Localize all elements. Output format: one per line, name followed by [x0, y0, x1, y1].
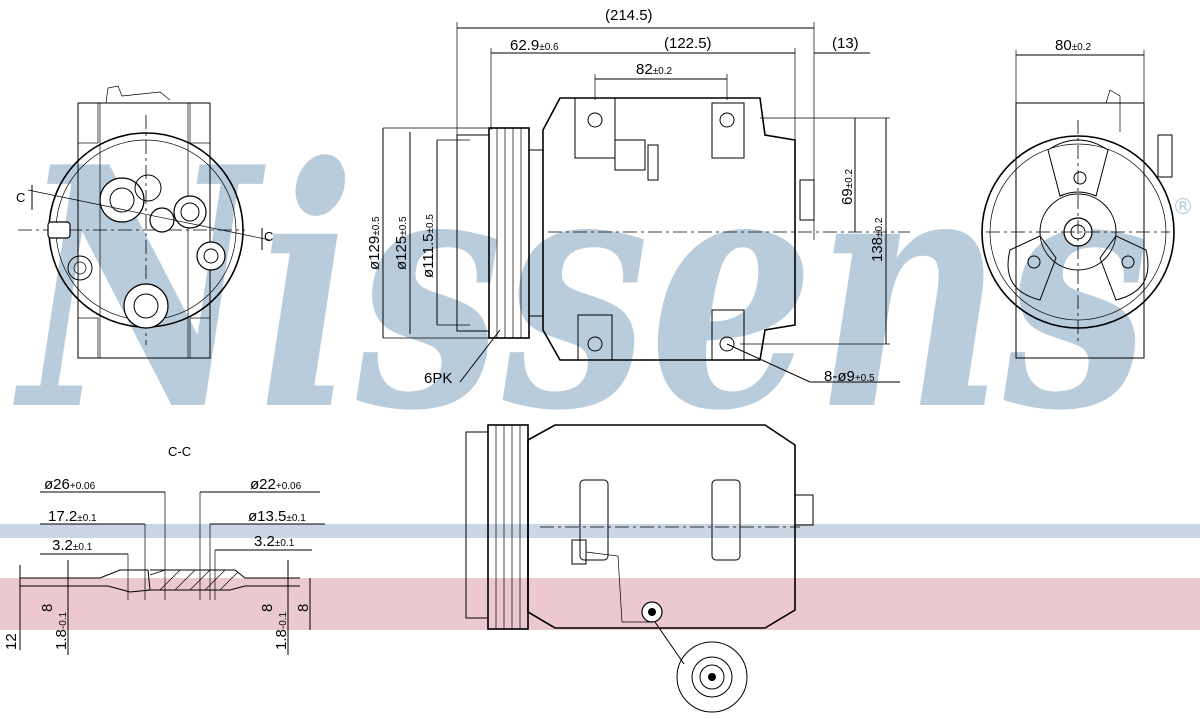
port-lower-right-inner [203, 248, 219, 264]
dim-rear-offset: (13) [832, 35, 859, 52]
side-view: (214.5) 62.9±0.6 (122.5) (13) 82±0.2 ø12… [366, 7, 910, 387]
top-body [527, 424, 796, 629]
top-wire [585, 551, 652, 623]
dim-d3a: 3.2±0.1 [52, 537, 93, 554]
dim-d22: ø22+0.06 [250, 476, 302, 493]
watermark-text: Nissens [12, 95, 1150, 483]
dim-v18a: 1.8-0.1 [53, 611, 70, 650]
front-ear-tr [189, 102, 211, 144]
dim-pulley-d1: ø129±0.5 [366, 216, 383, 270]
leader-holes [726, 343, 811, 383]
rear-spoke-left [1007, 235, 1057, 301]
top-view [465, 424, 814, 713]
port-lower-right [196, 241, 226, 271]
detail-inner [699, 664, 725, 690]
rear-connector [1157, 134, 1173, 178]
dim-height-138: 138±0.2 [869, 217, 886, 262]
front-view: C C [16, 85, 273, 359]
rear-view: 80±0.2 [981, 37, 1175, 359]
front-body-outline [77, 102, 211, 359]
rear-spoke-right [1099, 235, 1149, 301]
mount-ear-bot-rear [711, 309, 745, 361]
dim-pulley-d3: ø111.5±0.5 [420, 214, 437, 278]
mount-hole-1 [587, 112, 603, 128]
label-groove: 6PK [424, 370, 452, 387]
dim-v12: 12 [3, 633, 20, 650]
front-ear-bl [77, 317, 99, 359]
front-ear-br [189, 317, 211, 359]
section-view: C-C ø26+0.06 17.2±0.1 3.2±0.1 ø22+0.06 ø… [3, 444, 325, 655]
blue-band [0, 524, 1200, 538]
port-right-inner [180, 202, 200, 222]
dim-d3b: 3.2±0.1 [254, 533, 295, 550]
pink-band [0, 578, 1200, 630]
dim-d13: ø13.5±0.1 [248, 508, 306, 525]
detail-outer [676, 641, 748, 713]
dim-mount-spacing: 82±0.2 [636, 61, 673, 78]
mount-hole-2 [719, 112, 735, 128]
rear-valve [799, 179, 815, 221]
side-connector [614, 139, 646, 171]
port-right-outer [173, 195, 207, 229]
side-connector-pin [647, 144, 659, 181]
port-left-outer [99, 177, 145, 223]
rear-bolt-2 [1027, 255, 1041, 269]
dim-height-69: 69±0.2 [839, 168, 856, 205]
port-lower-left-inner [73, 261, 87, 275]
rear-spoke-top [1047, 139, 1109, 197]
sensor-core [648, 608, 656, 616]
dim-v8b: 8 [295, 604, 312, 612]
rear-bolt-3 [1121, 255, 1135, 269]
port-lower-left [67, 255, 93, 281]
mount-hole-4 [719, 336, 735, 352]
dim-clutch-offset: 62.9±0.6 [510, 37, 559, 54]
section-cut-label-left: C [16, 190, 25, 205]
dim-pulley-d2: ø125±0.5 [393, 216, 410, 270]
top-slot-1 [579, 479, 609, 561]
top-valve [794, 494, 814, 526]
port-left-inner [109, 187, 135, 213]
front-plug [47, 221, 71, 239]
dim-d26: ø26+0.06 [44, 476, 96, 493]
mount-ear-top-rear [711, 102, 745, 159]
mount-ear-top-front [574, 97, 616, 159]
rear-wire [1105, 89, 1121, 132]
section-cut-line [27, 189, 271, 241]
dim-overall-length: (214.5) [605, 7, 653, 24]
front-ear-tl [77, 102, 99, 144]
registered-mark: ® [1172, 195, 1194, 220]
port-mid [149, 207, 175, 233]
mount-ear-bot-front [577, 314, 613, 361]
dim-v18b: 1.8-0.1 [273, 611, 290, 650]
dim-d17: 17.2±0.1 [48, 508, 97, 525]
detail-core [708, 673, 716, 681]
sensor-leader [654, 621, 685, 665]
port-top [134, 174, 162, 202]
dim-v8a: 8 [39, 604, 56, 612]
rear-bolt-1 [1073, 171, 1087, 185]
dim-rear-width: 80±0.2 [1055, 37, 1092, 54]
section-title: C-C [168, 444, 191, 459]
compressor-body [542, 97, 796, 361]
detail-mid [691, 656, 733, 698]
section-profile-left [20, 569, 151, 593]
port-bottom-inner [133, 293, 159, 319]
port-bottom-outer [123, 283, 169, 329]
top-slot-2 [711, 479, 741, 561]
leader-6pk [459, 329, 501, 383]
mount-hole-3 [587, 336, 603, 352]
dim-v18b-top: 8 [259, 604, 276, 612]
rear-body-outline [1015, 102, 1145, 359]
dim-body-length: (122.5) [664, 35, 712, 52]
label-holes: 8-ø9+0.5 [824, 368, 875, 385]
section-cut-label-right: C [264, 229, 273, 244]
front-wire [105, 85, 171, 104]
